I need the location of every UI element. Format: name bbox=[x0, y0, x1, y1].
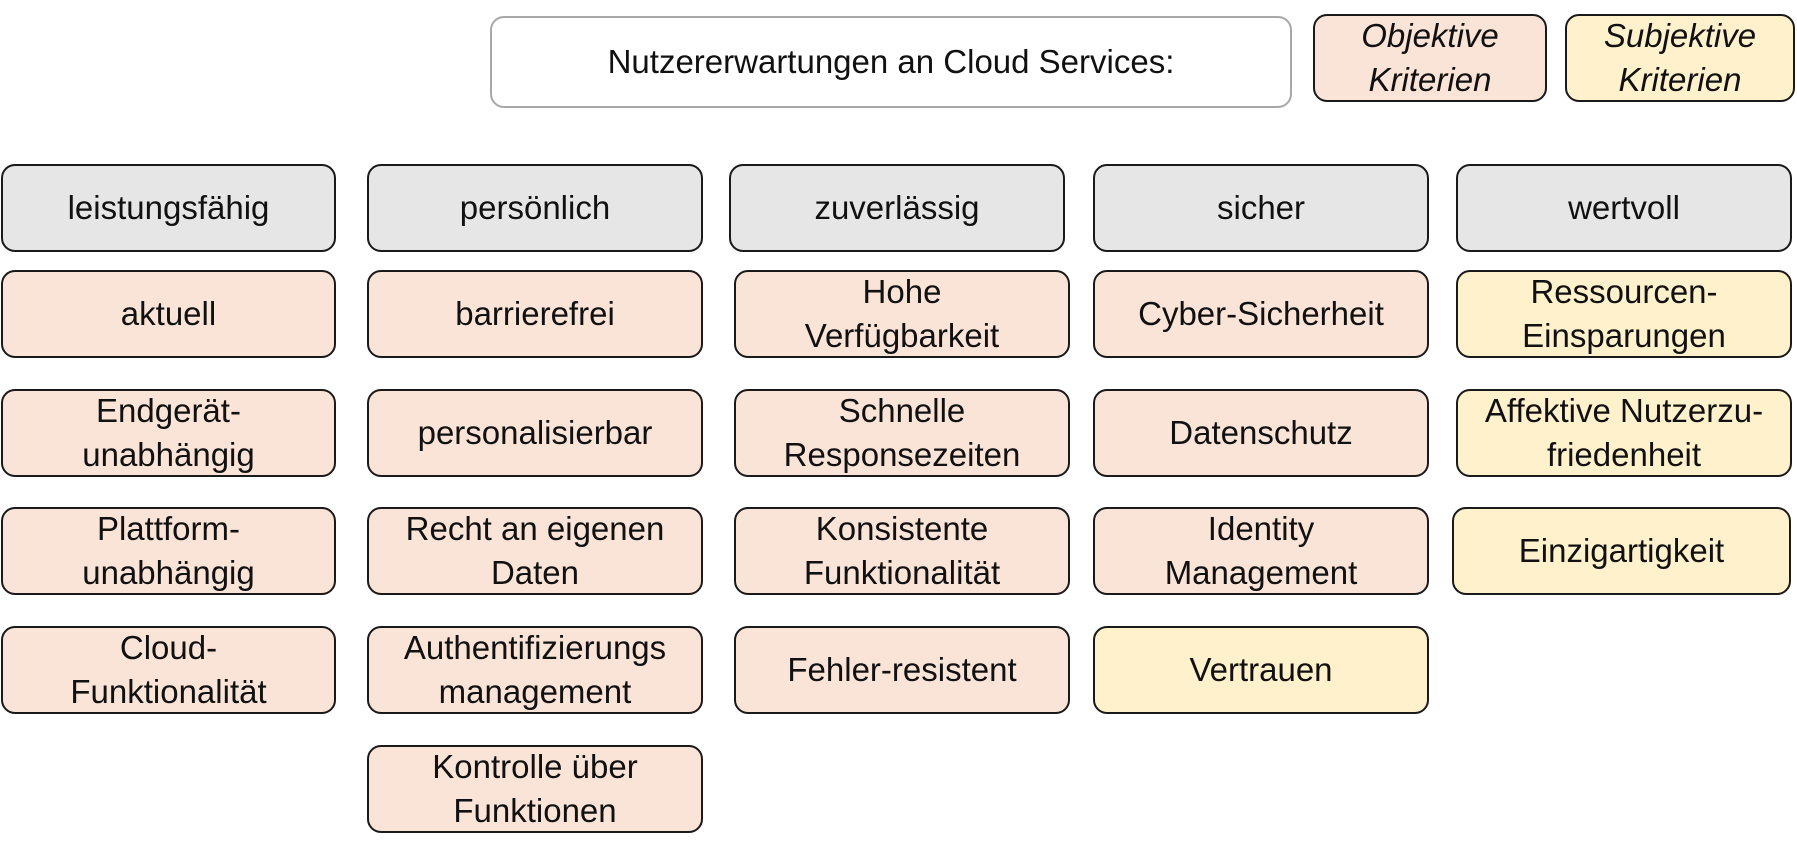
criterion-box: Identity Management bbox=[1093, 507, 1429, 595]
diagram-title: Nutzererwartungen an Cloud Services: bbox=[490, 16, 1292, 108]
criterion-box: Hohe Verfügbarkeit bbox=[734, 270, 1070, 358]
criterion-box: Vertrauen bbox=[1093, 626, 1429, 714]
criterion-box: Endgerät- unabhängig bbox=[1, 389, 336, 477]
criterion-box: Ressourcen- Einsparungen bbox=[1456, 270, 1792, 358]
criterion-box: personalisierbar bbox=[367, 389, 703, 477]
criterion-box: Schnelle Responsezeiten bbox=[734, 389, 1070, 477]
criterion-box: Cloud- Funktionalität bbox=[1, 626, 336, 714]
criterion-box: barrierefrei bbox=[367, 270, 703, 358]
category-header-persoenlich: persönlich bbox=[367, 164, 703, 252]
criterion-box: Kontrolle über Funktionen bbox=[367, 745, 703, 833]
criterion-box: Cyber-Sicherheit bbox=[1093, 270, 1429, 358]
criterion-box: Recht an eigenen Daten bbox=[367, 507, 703, 595]
criterion-box: Konsistente Funktionalität bbox=[734, 507, 1070, 595]
criterion-box: Plattform- unabhängig bbox=[1, 507, 336, 595]
criterion-box: Datenschutz bbox=[1093, 389, 1429, 477]
category-header-sicher: sicher bbox=[1093, 164, 1429, 252]
criterion-box: Authentifizierungs management bbox=[367, 626, 703, 714]
category-header-zuverlaessig: zuverlässig bbox=[729, 164, 1065, 252]
category-header-leistungsfaehig: leistungsfähig bbox=[1, 164, 336, 252]
criterion-box: Einzigartigkeit bbox=[1452, 507, 1791, 595]
category-header-wertvoll: wertvoll bbox=[1456, 164, 1792, 252]
criterion-box: aktuell bbox=[1, 270, 336, 358]
criterion-box: Affektive Nutzerzu- friedenheit bbox=[1456, 389, 1792, 477]
legend-objective: Objektive Kriterien bbox=[1313, 14, 1547, 102]
legend-subjective: Subjektive Kriterien bbox=[1565, 14, 1795, 102]
criterion-box: Fehler-resistent bbox=[734, 626, 1070, 714]
